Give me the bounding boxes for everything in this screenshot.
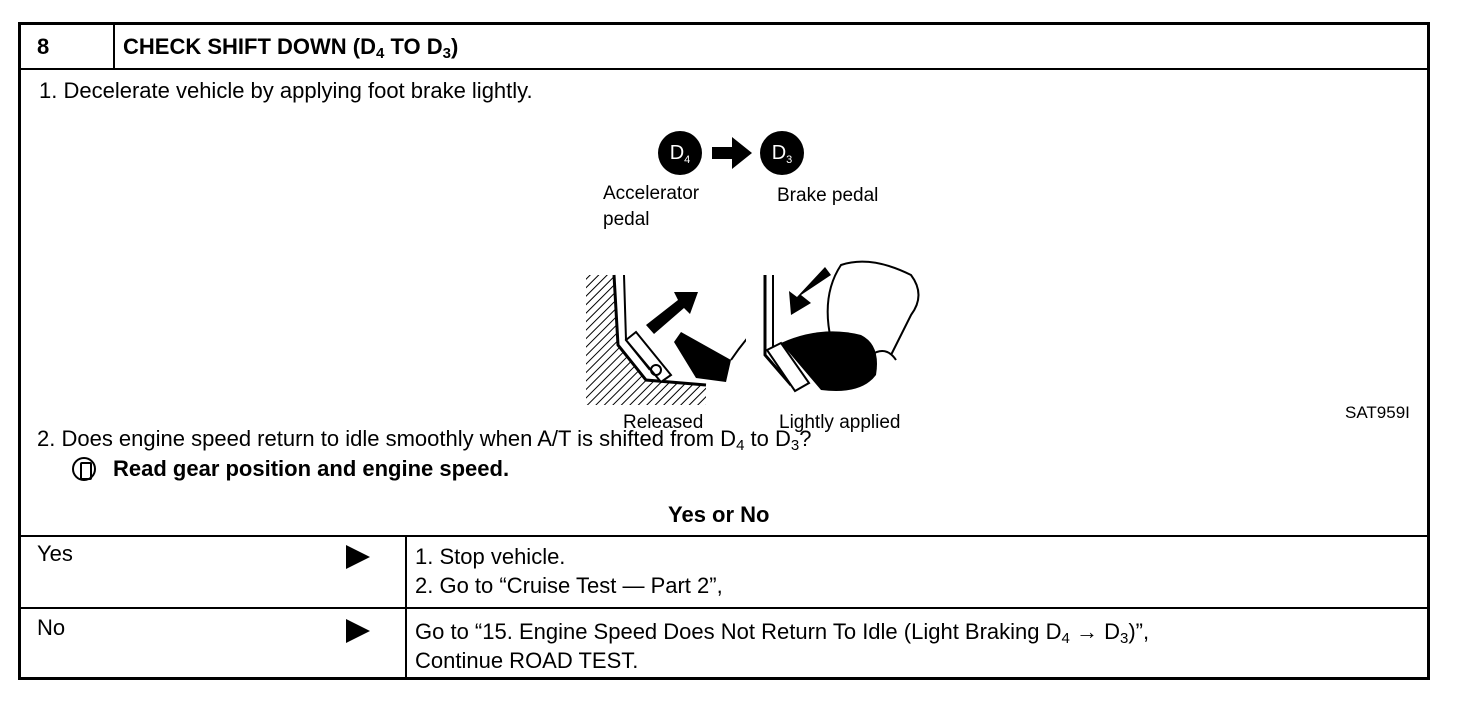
lightly-applied-label: Lightly applied: [779, 412, 901, 433]
accelerator-label-line2: pedal: [603, 209, 650, 230]
figure-code: SAT959I: [1345, 403, 1410, 422]
shift-arrow-icon: [712, 137, 752, 169]
diagnostic-procedure-box: 8 CHECK SHIFT DOWN (D4 TO D3) 1. Deceler…: [18, 22, 1430, 680]
header-divider: [113, 25, 115, 68]
yes-step-1: 1. Stop vehicle.: [415, 544, 566, 569]
header-rule: [21, 68, 1427, 70]
no-label: No: [37, 615, 66, 640]
no-step-line1: Go to “15. Engine Speed Does Not Return …: [415, 619, 1150, 647]
question-rule: [21, 535, 1427, 537]
no-step-line2: Continue ROAD TEST.: [415, 648, 639, 673]
gear-d4-badge: D4: [658, 131, 702, 175]
released-label: Released: [623, 412, 704, 433]
applied-brake-illustration: [763, 260, 920, 393]
gear-d3-badge: D3: [760, 131, 804, 175]
step-title: CHECK SHIFT DOWN (D4 TO D3): [123, 34, 459, 62]
outcome-rule: [21, 607, 1427, 609]
consult-icon: [72, 457, 96, 481]
shift-figure: D4 D3 Accelerator pedal Brake pedal: [561, 125, 921, 433]
yes-arrow-icon: [346, 545, 370, 569]
brake-pedal-label: Brake pedal: [777, 185, 879, 206]
instruction-2: 2. Does engine speed return to idle smoo…: [37, 426, 812, 454]
step-number: 8: [37, 34, 50, 59]
no-arrow-icon: [346, 619, 370, 643]
yes-step-2: 2. Go to “Cruise Test — Part 2”,: [415, 573, 723, 598]
yes-label: Yes: [37, 541, 73, 566]
instruction-1: 1. Decelerate vehicle by applying foot b…: [39, 78, 533, 103]
question-label: Yes or No: [668, 502, 770, 527]
consult-instruction: Read gear position and engine speed.: [113, 456, 510, 481]
accelerator-label-line1: Accelerator: [603, 183, 700, 204]
released-pedal-illustration: [586, 274, 746, 405]
